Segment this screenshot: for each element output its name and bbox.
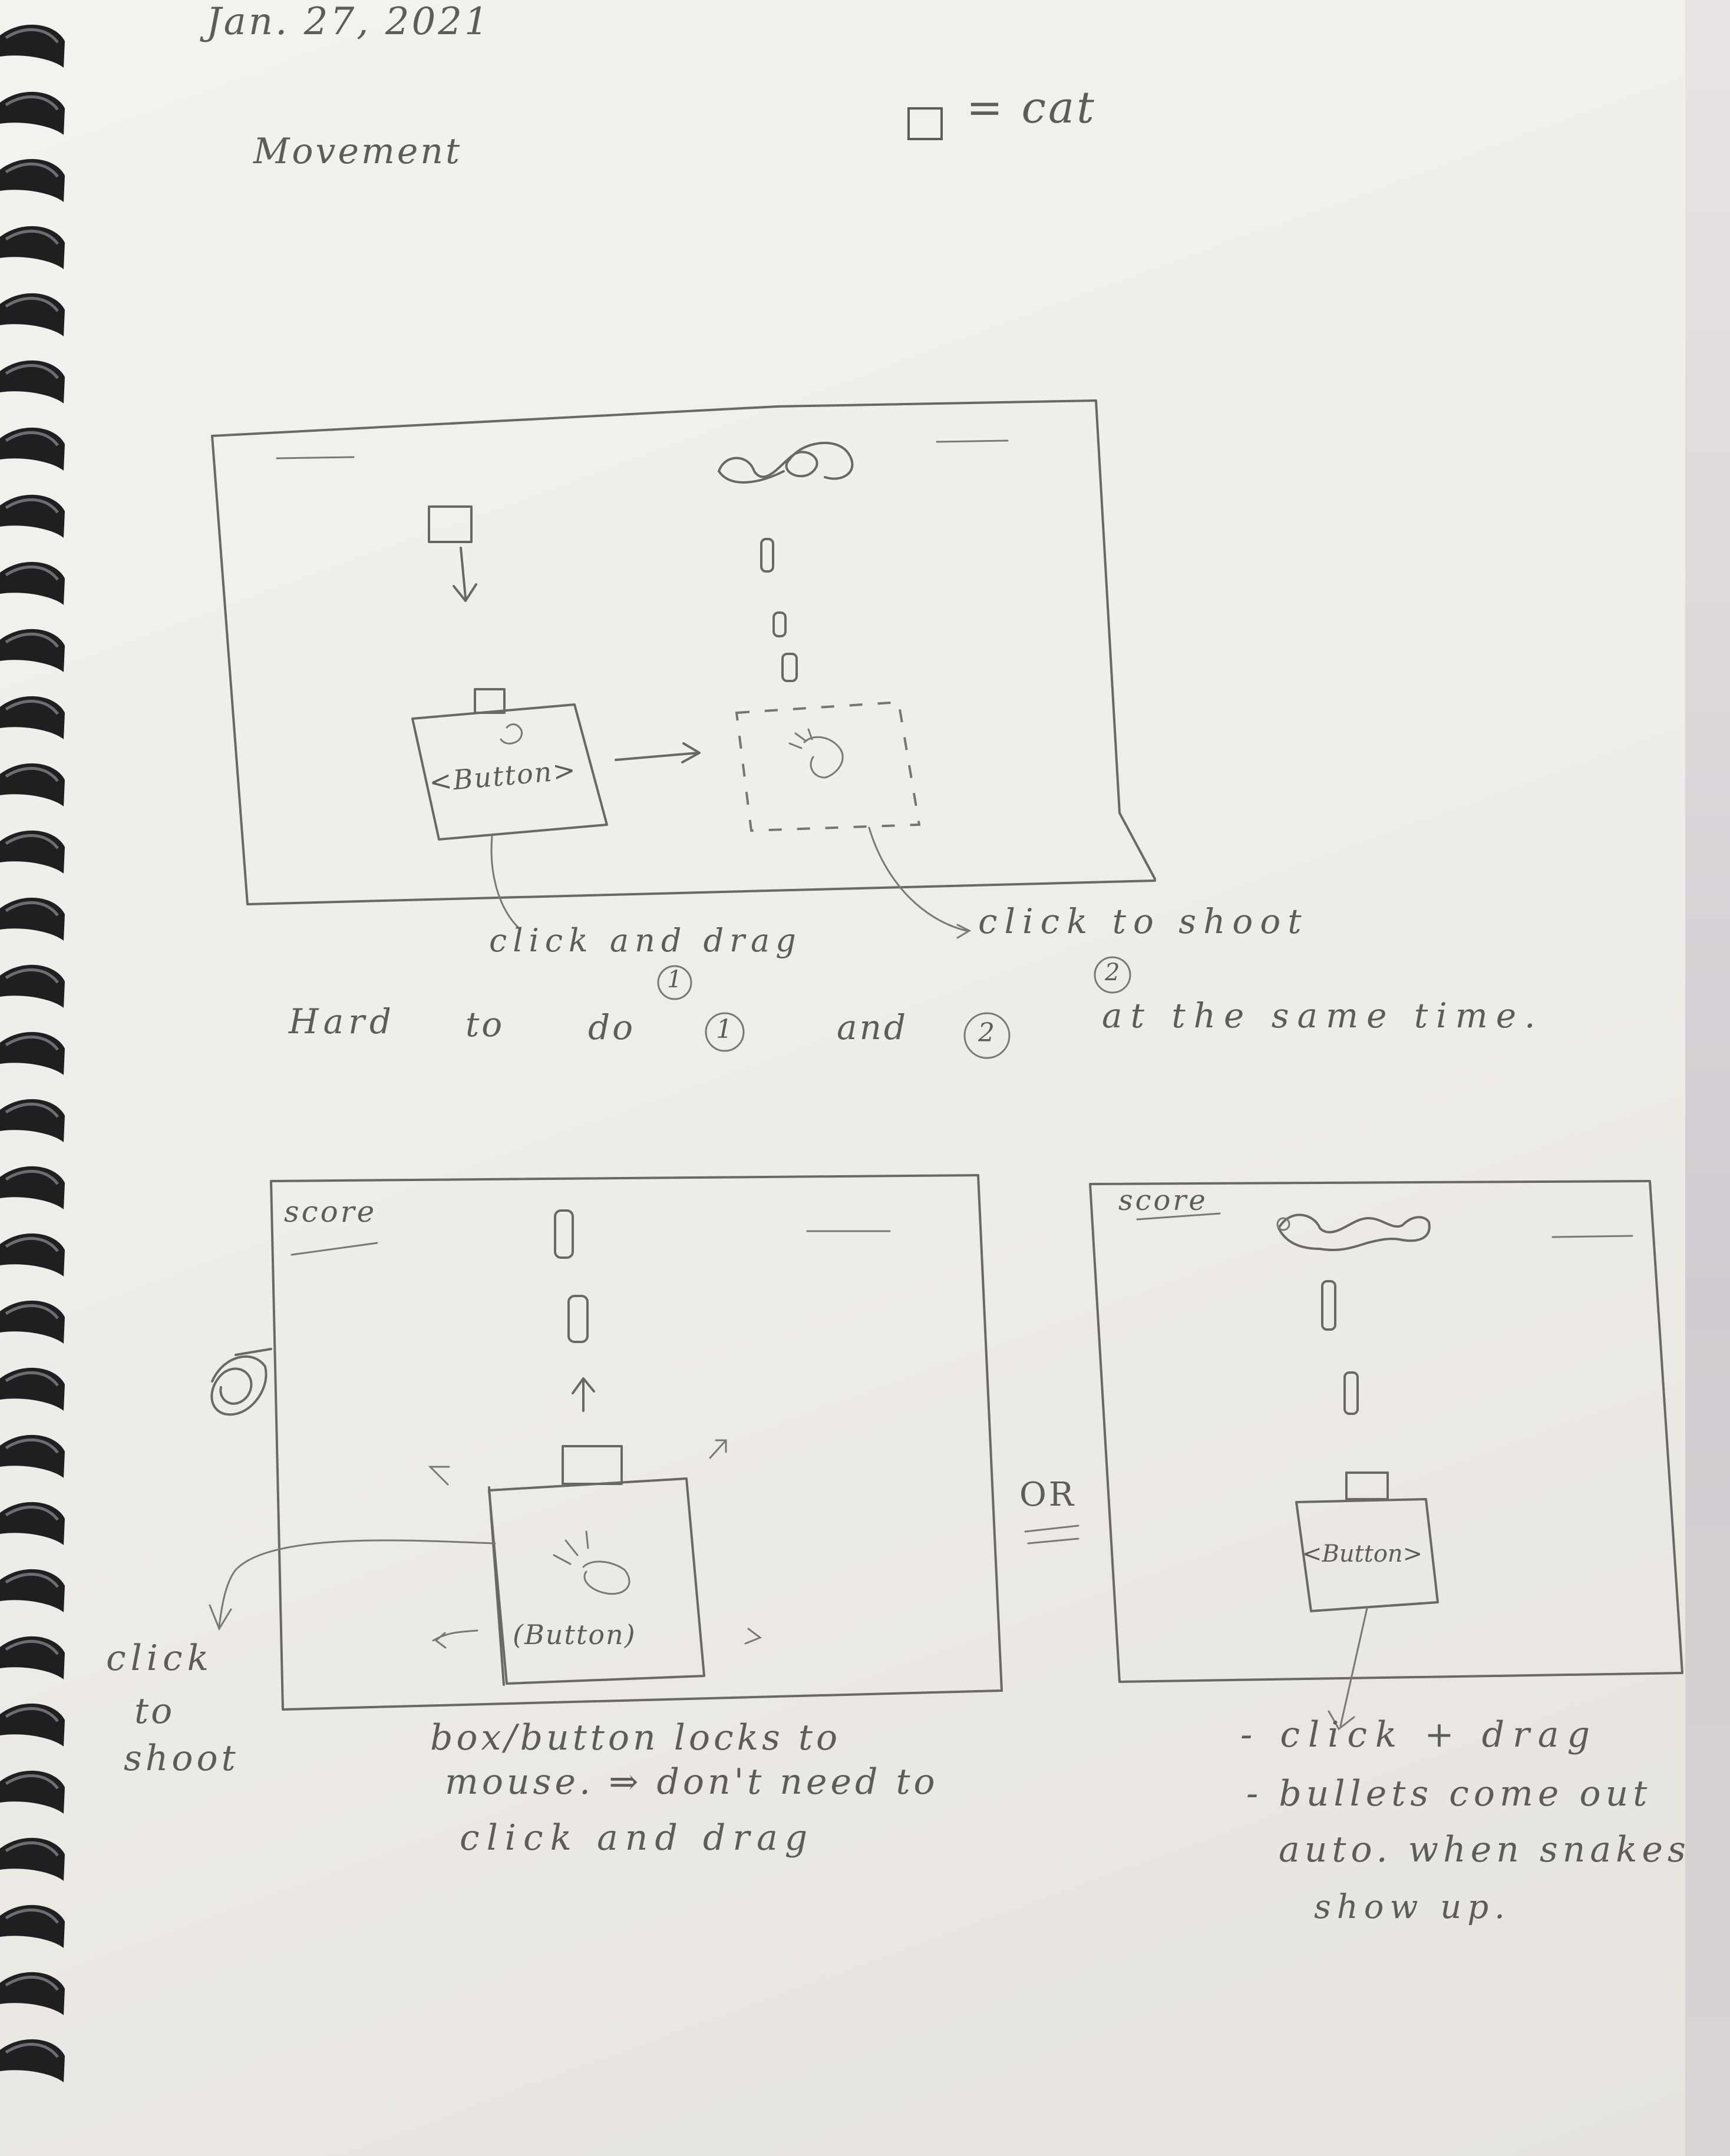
- spiral-ring-highlight: [5, 834, 59, 849]
- circle-num-2a: [1094, 956, 1131, 994]
- spiral-ring-highlight: [5, 1774, 59, 1790]
- spiral-ring-highlight: [5, 968, 59, 984]
- caption-line-1: box/button locks to: [430, 1717, 841, 1758]
- sketch1-cat: [428, 505, 477, 602]
- cat-legend-box: [907, 107, 943, 140]
- spiral-ring-highlight: [5, 498, 59, 514]
- sketch3-button-label: <Button>: [1302, 1540, 1423, 1568]
- annotation-num-2: 2: [1105, 959, 1122, 986]
- sketch3-score-label: score: [1118, 1184, 1208, 1217]
- note-and: and: [837, 1007, 909, 1047]
- spiral-ring-highlight: [5, 1169, 59, 1185]
- sketch1-dashed-target: [735, 700, 921, 832]
- spiral-ring-highlight: [5, 229, 59, 245]
- spiral-ring-highlight: [5, 296, 59, 312]
- date-text: Jan. 27, 2021: [206, 0, 491, 44]
- spiral-ring-highlight: [5, 1035, 59, 1051]
- spiral-ring-highlight: [5, 1505, 59, 1521]
- side-note-click: click: [106, 1638, 213, 1679]
- spiral-binding: [0, 24, 65, 2082]
- sketch3-note-1: - click + drag: [1240, 1714, 1598, 1755]
- notebook-page: [0, 0, 1685, 2156]
- sketch3-frame: [1089, 1180, 1683, 1683]
- sketch3-note-2: - bullets come out: [1246, 1773, 1652, 1814]
- sketch1-button-box: [411, 688, 701, 841]
- spiral-ring-highlight: [5, 565, 59, 581]
- spiral-ring-highlight: [5, 1975, 59, 1991]
- spiral-ring-highlight: [5, 431, 59, 447]
- sketch1-frame: [211, 399, 1156, 905]
- spiral-ring-highlight: [5, 1438, 59, 1454]
- note-num-2: 2: [978, 1018, 997, 1048]
- sketch3-snake: [1276, 1213, 1431, 1251]
- sketch3-note-3: auto. when snakes: [1279, 1829, 1691, 1870]
- annotation-click-to-shoot: click to shoot: [978, 901, 1309, 941]
- sketch-layer: [209, 399, 1683, 1731]
- note-num-1: 1: [716, 1014, 735, 1044]
- caption-line-3: click and drag: [460, 1817, 815, 1859]
- circle-num-1b: [705, 1012, 745, 1052]
- note-do: do: [588, 1007, 636, 1047]
- spiral-ring-highlight: [5, 1572, 59, 1588]
- note-hard: Hard: [289, 1001, 397, 1041]
- side-note-to: to: [134, 1691, 175, 1732]
- spiral-ring-highlight: [5, 632, 59, 648]
- sketch2-button-label: (Button): [513, 1619, 636, 1651]
- spiral-ring-highlight: [5, 1908, 59, 1924]
- spiral-ring-highlight: [5, 1371, 59, 1387]
- sketch2-bullets: [554, 1209, 595, 1412]
- background-fabric: [1685, 0, 1730, 2156]
- sketch1-bullets: [760, 538, 798, 682]
- sketch2-leader: [209, 1539, 496, 1631]
- sketch3-note-4: show up.: [1314, 1888, 1511, 1926]
- side-note-shoot: shoot: [124, 1738, 239, 1779]
- spiral-ring-highlight: [5, 1102, 59, 1118]
- circle-num-2b: [963, 1012, 1011, 1059]
- spiral-ring-highlight: [5, 1236, 59, 1252]
- sketch1-leaders: [490, 826, 972, 939]
- spiral-ring-highlight: [5, 766, 59, 782]
- spiral-ring-highlight: [5, 1707, 59, 1722]
- spiral-ring-highlight: [5, 901, 59, 917]
- sketch3-bullets: [1321, 1280, 1359, 1415]
- page-heading: Movement: [253, 131, 463, 172]
- cat-legend-text: = cat: [966, 82, 1097, 133]
- scribble-mark: [210, 1348, 272, 1416]
- note-to: to: [465, 1004, 505, 1044]
- spiral-ring-highlight: [5, 1304, 59, 1320]
- note-same-time: at the same time.: [1102, 996, 1544, 1036]
- sketch2-score-label: score: [284, 1195, 377, 1229]
- or-underline: [1024, 1525, 1079, 1545]
- spiral-ring-highlight: [5, 95, 59, 111]
- annotation-click-and-drag: click and drag: [489, 922, 802, 959]
- caption-line-2: mouse. ⇒ don't need to: [445, 1761, 939, 1803]
- spiral-ring-highlight: [5, 1639, 59, 1655]
- or-label: OR: [1019, 1476, 1077, 1514]
- spiral-ring-highlight: [5, 2042, 59, 2058]
- sketch2-frame: [270, 1174, 1003, 1711]
- spiral-ring-highlight: [5, 162, 59, 178]
- spiral-ring-highlight: [5, 363, 59, 379]
- sketch2-button-box: [428, 1439, 762, 1686]
- circle-num-1a: [657, 965, 692, 1000]
- annotation-num-1: 1: [667, 966, 685, 993]
- sketch3-button-box: [1295, 1471, 1439, 1731]
- spiral-ring-highlight: [5, 699, 59, 715]
- spiral-ring-highlight: [5, 28, 59, 44]
- spiral-ring-highlight: [5, 1841, 59, 1857]
- sketch1-snake: [718, 441, 854, 484]
